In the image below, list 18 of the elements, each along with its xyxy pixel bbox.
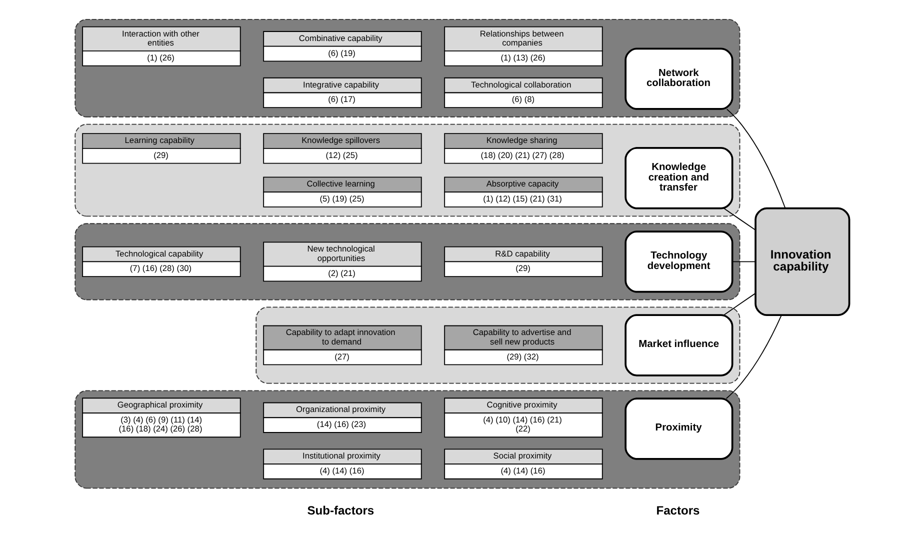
node-box: Technology development [624, 230, 734, 293]
node-box: Innovation capability [754, 207, 850, 316]
node-box: Proximity [624, 398, 734, 460]
node-box: Market influence [624, 314, 734, 376]
node-box: Network collaboration [624, 48, 734, 110]
cluster [256, 306, 740, 384]
connector [724, 208, 756, 231]
connector [726, 314, 782, 399]
label: Sub-factors [307, 504, 374, 518]
cluster [74, 223, 740, 300]
node-box: Knowledge creation and transfer [624, 147, 734, 210]
cluster [74, 390, 740, 489]
connector [726, 108, 786, 209]
connector [732, 261, 756, 262]
connector [724, 292, 756, 316]
cluster [74, 124, 740, 217]
label: Factors [656, 504, 700, 518]
cluster [74, 18, 740, 118]
